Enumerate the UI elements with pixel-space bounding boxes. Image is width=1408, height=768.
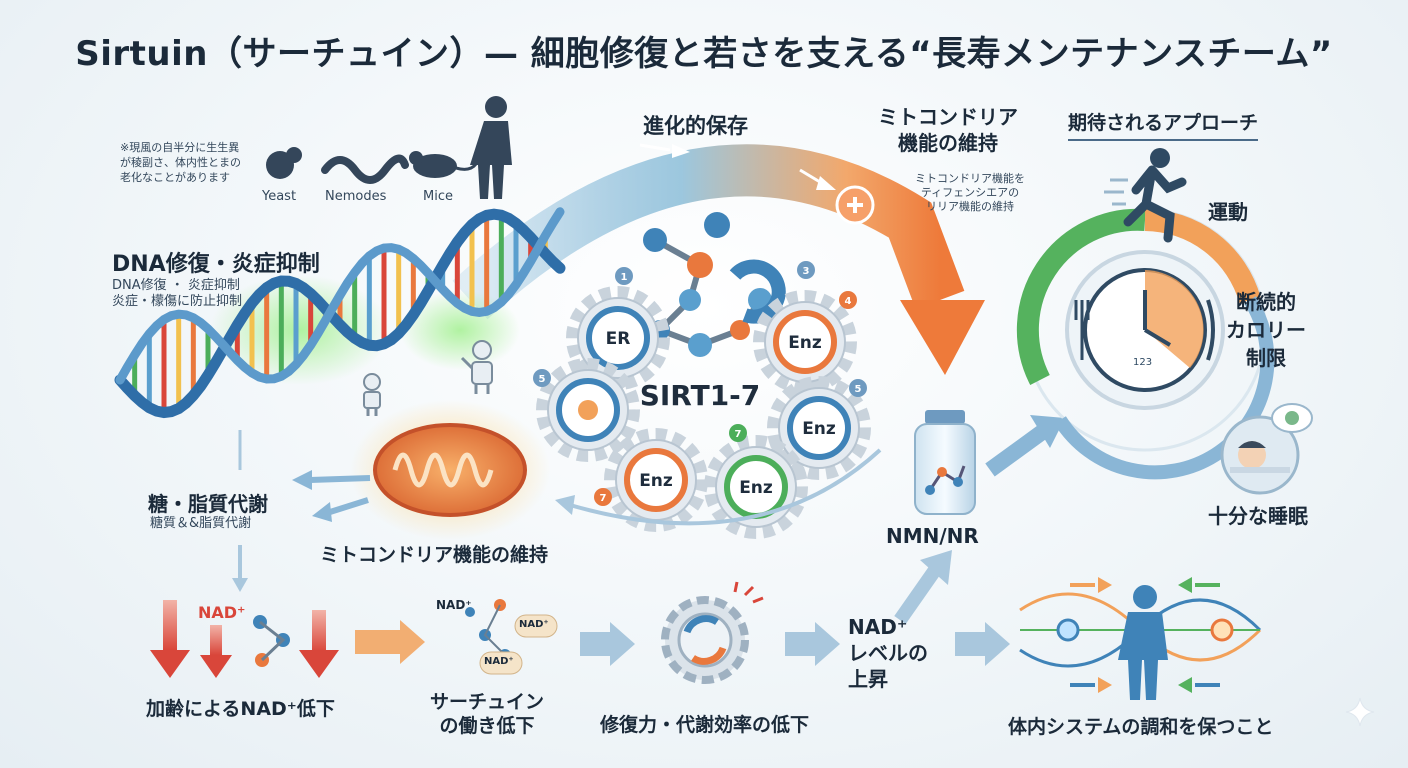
knife-icon xyxy=(1206,299,1215,361)
note-text: ※現風の自半分に生生異が稜副さ、体内性とまの老化なことがあります xyxy=(120,141,241,184)
sirtuin-decline-label: サーチュインの働き低下 xyxy=(430,691,545,737)
gear-label: Enz xyxy=(639,471,673,491)
enzyme-icon xyxy=(578,400,598,420)
nad-molecules-icon xyxy=(465,599,558,675)
broken-gear-icon xyxy=(661,581,764,684)
gear-icon: Enz xyxy=(704,435,808,539)
svg-text:123: 123 xyxy=(1133,357,1152,368)
gear-number-badge xyxy=(839,291,857,309)
harmony-body-icon xyxy=(1019,577,1262,700)
nmn-bottle-icon xyxy=(914,410,976,515)
center-label: SIRT1-7 xyxy=(640,379,761,412)
nad-molecule-label: NAD⁺ xyxy=(484,656,514,667)
human-icon xyxy=(470,96,512,199)
gear-number: 1 xyxy=(621,272,628,283)
nad-molecule-label: NAD⁺ xyxy=(519,619,549,630)
gear-number: 5 xyxy=(855,384,862,395)
repair-decline-label: 修復力・代謝効率の低下 xyxy=(600,714,810,736)
nad-rise-label: NAD⁺レベルの上昇 xyxy=(848,615,928,691)
page-title: Sirtuin（サーチュイン）— 細胞修復と若さを支える“長寿メンテナンスチーム… xyxy=(75,34,1333,74)
gear-icon: Enz xyxy=(767,376,871,480)
gear-number-badge xyxy=(729,424,747,442)
nematode-icon xyxy=(321,154,409,184)
nmn-label: NMN/NR xyxy=(886,524,979,548)
gear-icon: Enz xyxy=(604,428,708,532)
fork-icon xyxy=(1074,300,1090,360)
fasting-label: 断続的カロリー制限 xyxy=(1226,290,1306,370)
mito-top-sub: ミトコンドリア機能をティフェンシエアのリリア機能の維持 xyxy=(915,172,1025,213)
gear-number-badge xyxy=(849,379,867,397)
harmony-label: 体内システムの調和を保つこと xyxy=(1008,716,1274,738)
gear-number: 7 xyxy=(600,493,607,504)
gear-number-badge xyxy=(594,488,612,506)
organism-label-mice: Mice xyxy=(423,189,453,204)
sleep-icon xyxy=(1220,403,1313,495)
runner-icon xyxy=(1104,148,1187,243)
sleep-label: 十分な睡眠 xyxy=(1208,504,1308,528)
nad-decline-label: 加齢によるNAD⁺低下 xyxy=(146,698,335,720)
gear-number: 3 xyxy=(803,266,810,277)
gear-label: Enz xyxy=(788,333,822,353)
gear-number-badge xyxy=(797,261,815,279)
gear-label: Enz xyxy=(739,478,773,498)
sirtuin-molecule-icon xyxy=(643,212,786,357)
dna-title: DNA修復・炎症抑制 xyxy=(112,252,320,277)
gear-icon: Enz xyxy=(753,290,857,394)
yeast-icon xyxy=(266,147,302,179)
mitochondrion-icon xyxy=(350,400,550,540)
nad-decline-molecule-label: NAD⁺ xyxy=(198,603,246,622)
nad-decline-arrows-icon xyxy=(150,600,339,678)
approach-cycle: 123 xyxy=(1016,208,1275,480)
gear-label: ER xyxy=(606,329,631,349)
gear-number: 4 xyxy=(845,296,852,307)
mito-top-title: ミトコンドリア機能の維持 xyxy=(878,105,1018,155)
sparkle-icon xyxy=(1345,697,1375,727)
gear-icon xyxy=(536,358,640,462)
gear-icon: ER xyxy=(566,286,670,390)
dna-sub: DNA修復 ・ 炎症抑制炎症・檬傷に防止抑制 xyxy=(112,278,243,309)
gear-label: Enz xyxy=(802,419,836,439)
gear-number-badge xyxy=(615,267,633,285)
organism-label-yeast: Yeast xyxy=(262,189,297,204)
mouse-icon xyxy=(409,151,478,178)
dna-helix-icon xyxy=(114,207,566,419)
evolution-label: 進化的保存 xyxy=(643,114,748,138)
nad-molecule-label: NAD⁺ xyxy=(436,598,472,612)
mito-bottom-label: ミトコンドリア機能の維持 xyxy=(320,544,549,566)
repair-robot-icon xyxy=(460,340,493,394)
organism-label-nematode: Nemodes xyxy=(325,189,387,204)
metabolism-sub: 糖質＆&脂質代謝 xyxy=(150,516,252,531)
metabolism-title: 糖・脂質代謝 xyxy=(148,492,268,516)
gear-number: 5 xyxy=(539,374,546,385)
approach-title: 期待されるアプローチ xyxy=(1068,108,1259,141)
gear-number: 7 xyxy=(735,429,742,440)
repair-robot-icon xyxy=(363,373,381,416)
gear-number-badge xyxy=(533,369,551,387)
exercise-label: 運動 xyxy=(1208,200,1248,224)
